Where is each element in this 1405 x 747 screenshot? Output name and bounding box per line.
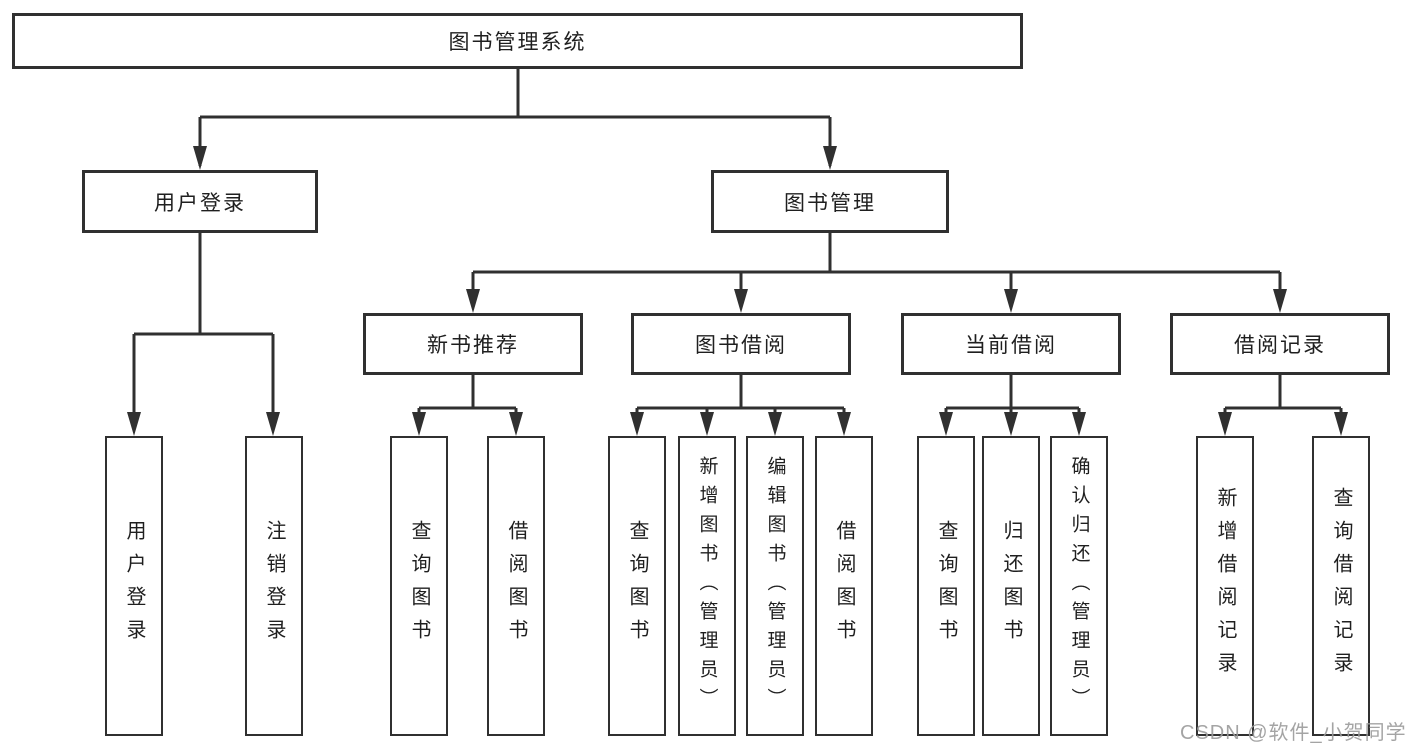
node-current-borrowing: 当前借阅 [901, 313, 1121, 375]
leaf-edit-books-admin: 编辑图书（管理员） [746, 436, 804, 736]
node-borrowing-records: 借阅记录 [1170, 313, 1390, 375]
leaf-user-login: 用户登录 [105, 436, 163, 736]
leaf-logout-login: 注销登录 [245, 436, 303, 736]
leaf-return-books: 归还图书 [982, 436, 1040, 736]
leaf-borrow-books-borrowing: 借阅图书 [815, 436, 873, 736]
node-user-login: 用户登录 [82, 170, 318, 233]
node-book-management: 图书管理 [711, 170, 949, 233]
node-book-borrowing: 图书借阅 [631, 313, 851, 375]
node-new-book-recommendation: 新书推荐 [363, 313, 583, 375]
leaf-query-books-current: 查询图书 [917, 436, 975, 736]
leaf-query-books-borrowing: 查询图书 [608, 436, 666, 736]
leaf-confirm-return-admin: 确认归还（管理员） [1050, 436, 1108, 736]
watermark: CSDN @软件_小贺同学 [1180, 722, 1405, 744]
leaf-add-books-admin: 新增图书（管理员） [678, 436, 736, 736]
leaf-query-borrow-record: 查询借阅记录 [1312, 436, 1370, 736]
leaf-borrow-books-recommend: 借阅图书 [487, 436, 545, 736]
leaf-query-books-recommend: 查询图书 [390, 436, 448, 736]
leaf-add-borrow-record: 新增借阅记录 [1196, 436, 1254, 736]
node-library-management-system: 图书管理系统 [12, 13, 1023, 69]
